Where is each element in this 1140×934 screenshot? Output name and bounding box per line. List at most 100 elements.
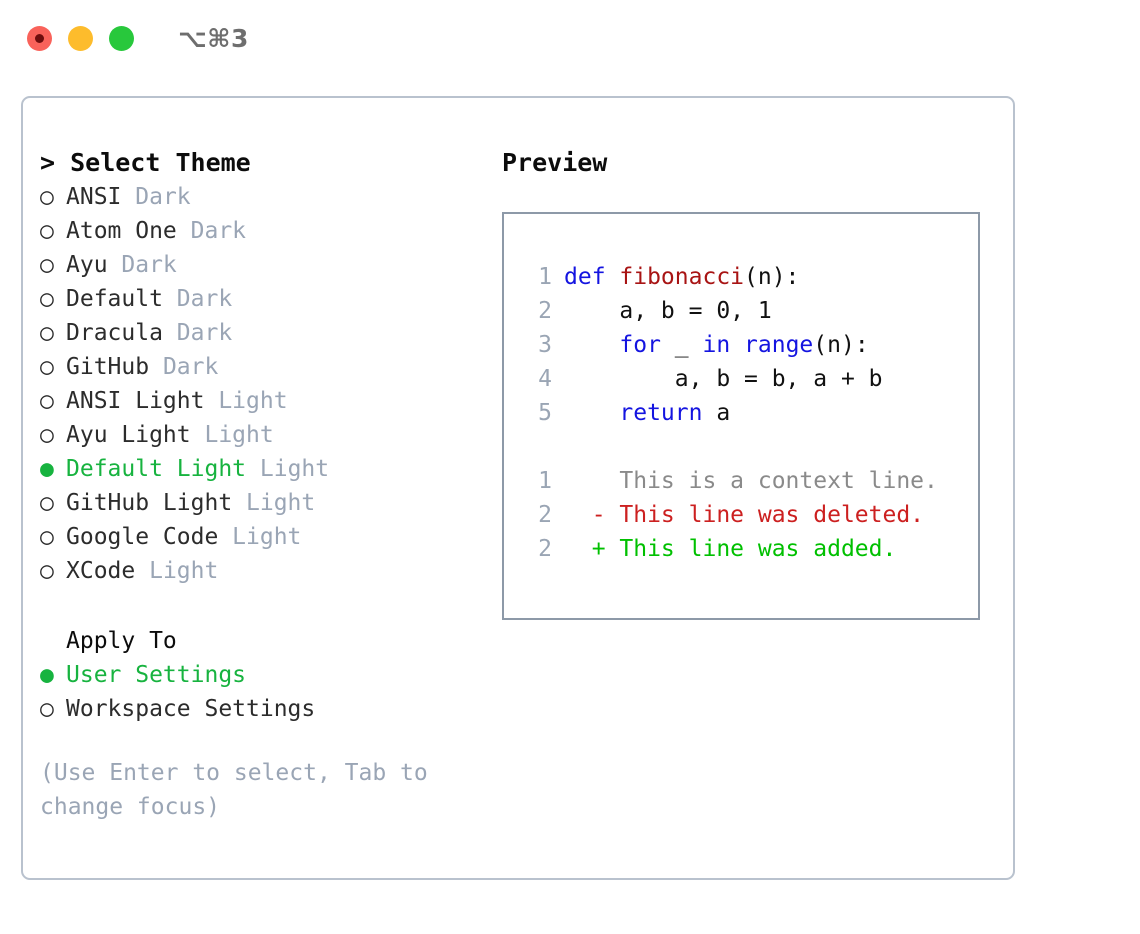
theme-option-2[interactable]: ○ Ayu Dark <box>40 248 480 282</box>
theme-option-tag: Dark <box>190 218 247 244</box>
diff-line: 1 This is a context line. <box>522 464 978 498</box>
title-bar: ⌥⌘3 <box>0 0 1140 76</box>
theme-option-tag: Dark <box>121 252 177 278</box>
apply-to-option-1[interactable]: ○ Workspace Settings <box>40 692 480 726</box>
radio-unselected-icon: ○ <box>40 252 54 278</box>
radio-unselected-icon: ○ <box>40 422 54 448</box>
radio-unselected-icon: ○ <box>40 696 54 722</box>
theme-option-label: Ayu Light <box>66 422 205 448</box>
theme-option-4[interactable]: ○Dracula Dark <box>40 316 480 350</box>
diff-line-text: - This line was deleted. <box>564 502 925 528</box>
code-token: (n): <box>813 332 869 358</box>
theme-option-1[interactable]: ○ Atom One Dark <box>40 214 480 248</box>
preview-heading: Preview <box>502 148 608 177</box>
theme-option-tag: Dark <box>176 286 233 312</box>
code-line: 3 for _ in range(n): <box>522 328 978 362</box>
apply-to-option-label: User Settings <box>66 662 247 688</box>
diff-line: 2 + This line was added. <box>522 532 978 566</box>
radio-selected-icon: ● <box>40 662 54 688</box>
code-token: a, b = 0, 1 <box>564 298 772 324</box>
theme-option-6[interactable]: ○ ANSI Light Light <box>40 384 480 418</box>
theme-option-tag: Light <box>149 558 219 584</box>
close-button[interactable] <box>27 25 52 51</box>
theme-option-9[interactable]: ○ GitHub Light Light <box>40 486 480 520</box>
code-token: for <box>619 332 661 358</box>
theme-option-tag: Light <box>259 456 330 482</box>
code-token: def <box>564 264 620 290</box>
theme-option-label: ANSI Light <box>66 388 219 414</box>
code-token: a <box>702 400 731 426</box>
line-number: 1 <box>538 264 552 290</box>
code-token: fibonacci <box>619 264 745 290</box>
code-token: in <box>702 332 731 358</box>
theme-option-label: Atom One <box>66 218 191 244</box>
theme-option-tag: Light <box>218 388 288 414</box>
radio-unselected-icon: ○ <box>40 524 54 550</box>
theme-selector-panel: > Select Theme ○ANSI Dark○Atom One Dark○… <box>21 96 1015 880</box>
diff-sample: 1 This is a context line.2 - This line w… <box>522 464 978 566</box>
apply-to-option-label: Workspace Settings <box>66 696 316 722</box>
theme-option-5[interactable]: ○GitHub Dark <box>40 350 480 384</box>
radio-selected-icon: ● <box>40 456 54 482</box>
line-number: 2 <box>538 298 552 324</box>
line-number: 2 <box>538 536 552 562</box>
theme-option-tag: Dark <box>135 184 191 210</box>
theme-option-tag: Light <box>232 524 302 550</box>
theme-option-7[interactable]: ○Ayu Light Light <box>40 418 480 452</box>
code-diff-spacer <box>522 430 978 464</box>
code-line: 2 a, b = 0, 1 <box>522 294 978 328</box>
code-token: return <box>619 400 703 426</box>
radio-unselected-icon: ○ <box>40 558 54 584</box>
theme-option-label: Dracula <box>66 320 177 346</box>
theme-option-label: GitHub Light <box>66 490 247 516</box>
theme-option-label: XCode <box>66 558 150 584</box>
theme-option-11[interactable]: ○ XCode Light <box>40 554 480 588</box>
maximize-button[interactable] <box>109 25 134 51</box>
theme-option-8[interactable]: ● Default Light Light <box>40 452 480 486</box>
theme-option-label: ANSI <box>66 184 136 210</box>
minimize-button[interactable] <box>68 25 93 51</box>
radio-unselected-icon: ○ <box>40 218 54 244</box>
theme-option-label: Ayu <box>66 252 122 278</box>
code-token <box>564 400 619 426</box>
line-number: 5 <box>538 400 552 426</box>
line-number: 2 <box>538 502 552 528</box>
select-theme-heading: > Select Theme <box>40 148 251 177</box>
line-number: 1 <box>538 468 552 494</box>
theme-option-label: Google Code <box>66 524 233 550</box>
theme-list-column: > Select Theme ○ANSI Dark○Atom One Dark○… <box>40 146 480 824</box>
code-token: a, b = b, a + b <box>564 366 883 392</box>
theme-option-label: Default <box>66 286 177 312</box>
apply-to-option-0[interactable]: ● User Settings <box>40 658 480 692</box>
apply-to-option-list: ● User Settings ○ Workspace Settings <box>40 658 480 726</box>
theme-option-label: GitHub <box>66 354 163 380</box>
apply-to-heading: Apply To <box>66 628 177 654</box>
code-token <box>730 332 744 358</box>
radio-unselected-icon: ○ <box>40 286 54 312</box>
theme-option-10[interactable]: ○ Google Code Light <box>40 520 480 554</box>
theme-option-list: ○ ANSI Dark ○ Atom One Dark ○ Ayu Dark ○ Defaul… <box>40 180 480 588</box>
code-line: 4 a, b = b, a + b <box>522 362 978 396</box>
radio-unselected-icon: ○ <box>40 388 54 414</box>
theme-option-tag: Dark <box>162 354 219 380</box>
section-spacer <box>40 588 480 624</box>
theme-option-3[interactable]: ○ Default Dark <box>40 282 480 316</box>
keyboard-shortcut-label: ⌥⌘3 <box>178 23 249 53</box>
diff-line-text: This is a context line. <box>564 468 938 494</box>
radio-unselected-icon: ○ <box>40 490 54 516</box>
theme-option-0[interactable]: ○ ANSI Dark <box>40 180 480 214</box>
diff-line: 2 - This line was deleted. <box>522 498 978 532</box>
theme-option-tag: Light <box>246 490 316 516</box>
code-token: _ <box>660 332 703 358</box>
radio-unselected-icon: ○ <box>40 184 54 210</box>
keyboard-hint-text: (Use Enter to select, Tab to change focu… <box>40 760 442 820</box>
theme-option-label: Default Light <box>66 456 260 482</box>
code-line: 5 return a <box>522 396 978 430</box>
line-number: 4 <box>538 366 552 392</box>
diff-line-text: + This line was added. <box>564 536 897 562</box>
